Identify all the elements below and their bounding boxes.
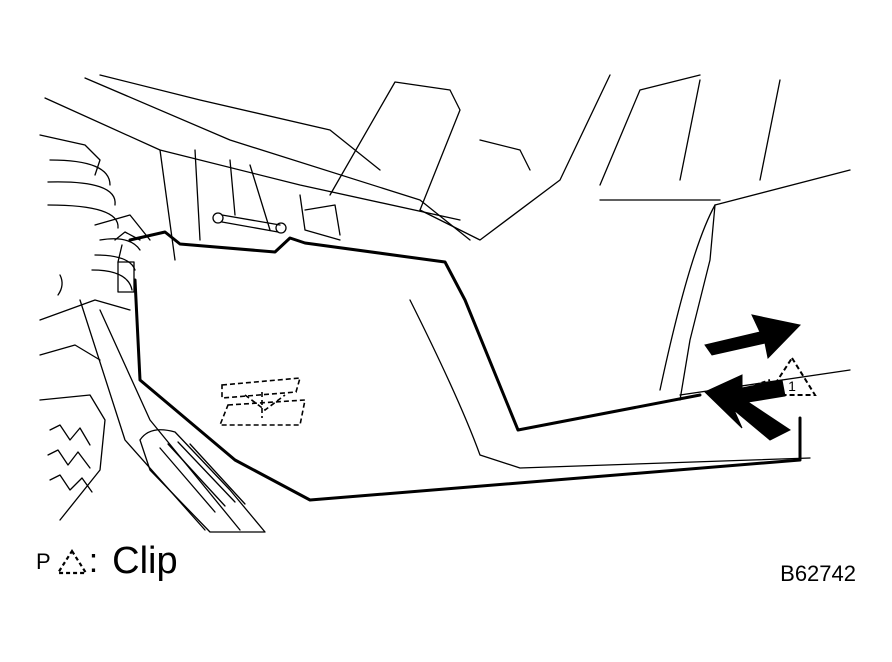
clip-triangle-icon [766,356,817,396]
clip-callout [766,356,817,396]
clip-leader-line [754,379,771,386]
figure-code: B62742 [780,561,856,586]
legend: P : Clip [36,540,178,583]
lower-fuel-tube [133,278,802,502]
clip-callout-number: 1 [788,378,796,394]
legend-text: Clip [112,540,178,582]
lower-left-arrow-icon [704,374,791,441]
floor-step-plate [139,429,266,533]
clip-triangle-icon [55,548,88,574]
direction-arrows [704,314,801,441]
legend-colon: : [88,542,99,580]
hidden-component-dashed-outline [218,377,306,426]
upper-right-arrow-icon [704,314,801,360]
floor-panel-outlines [44,74,851,469]
left-suspension-area [39,134,241,531]
upper-fuel-tube [128,230,702,432]
upper-clamps [212,212,287,234]
legend-marker: P [36,548,51,574]
